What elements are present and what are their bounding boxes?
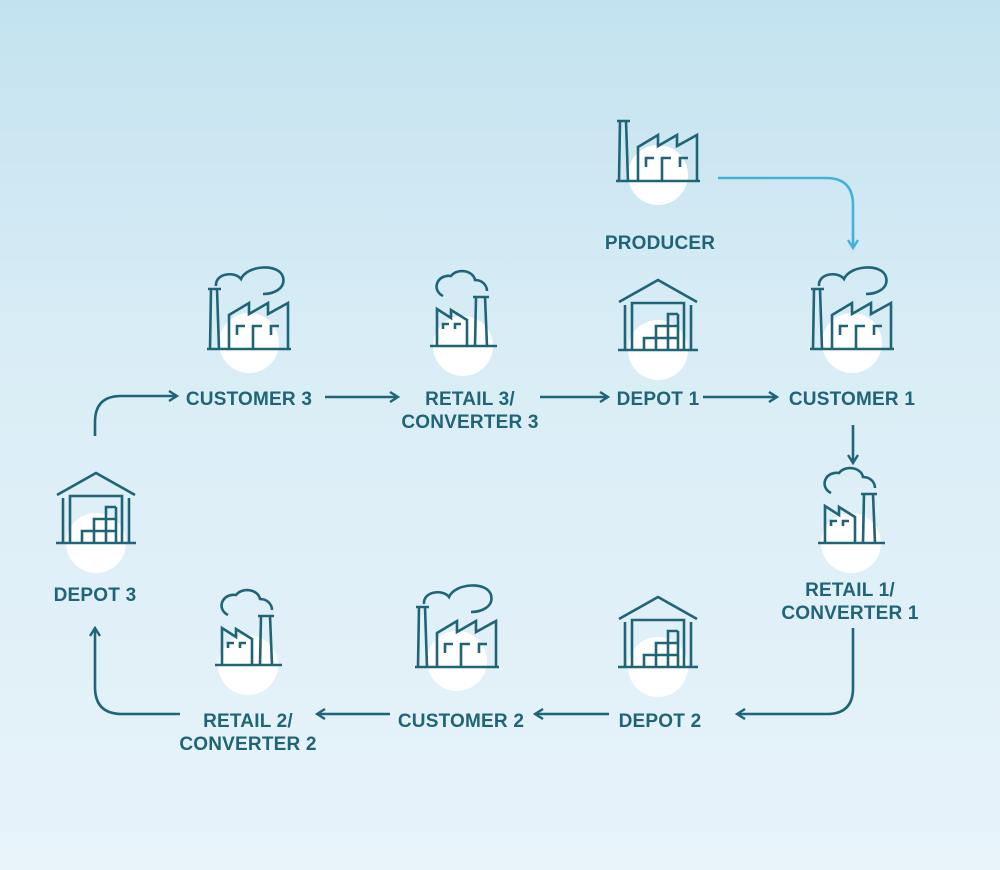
- arrow-retail2-to-depot3: [95, 628, 180, 716]
- arrow-depot3-to-customer3: [93, 396, 177, 436]
- retail2-factory-icon: [213, 588, 284, 697]
- retail2-label-line1: RETAIL 2/: [203, 711, 293, 732]
- customer2-label: CUSTOMER 2: [398, 711, 524, 732]
- depot2-warehouse-icon: [616, 595, 700, 699]
- customer3-label: CUSTOMER 3: [186, 389, 312, 410]
- customer1-factory-icon: [810, 267, 894, 373]
- retail1-factory-icon: [816, 466, 887, 575]
- depot1-warehouse-icon: [616, 278, 700, 382]
- depot3-label: DEPOT 3: [54, 585, 137, 606]
- producer-label: PRODUCER: [605, 233, 715, 254]
- arrow-producer-to-customer1: [718, 176, 853, 248]
- retail3-label-line1: RETAIL 3/: [425, 389, 515, 410]
- arrow-retail1-to-depot2: [737, 628, 855, 714]
- producer-factory-icon: [614, 119, 702, 207]
- customer1-label: CUSTOMER 1: [789, 389, 915, 410]
- retail1-label-line1: RETAIL 1/: [805, 580, 895, 601]
- retail1-label-line2: CONVERTER 1: [781, 603, 919, 624]
- customer2-factory-icon: [415, 585, 499, 691]
- depot3-warehouse-icon: [54, 471, 138, 575]
- retail2-label-line2: CONVERTER 2: [179, 734, 316, 755]
- customer3-factory-icon: [207, 267, 291, 373]
- depot2-label: DEPOT 2: [619, 711, 702, 732]
- depot1-label: DEPOT 1: [617, 389, 700, 410]
- retail3-label-line2: CONVERTER 3: [401, 412, 538, 433]
- retail3-factory-icon: [428, 269, 499, 378]
